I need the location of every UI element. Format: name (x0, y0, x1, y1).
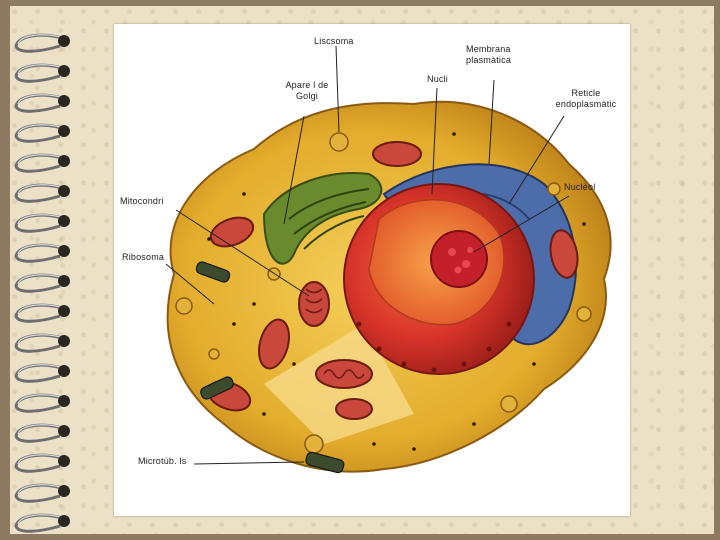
binding-ring (16, 65, 62, 81)
label-aparell-line1: Apare l de (272, 80, 342, 91)
binding-ring (16, 485, 62, 501)
binding-ring (16, 275, 62, 291)
binding-hole (58, 215, 70, 227)
label-mitocondri: Mitocondri (120, 196, 164, 207)
binding-ring (16, 305, 62, 321)
binding-hole (58, 125, 70, 137)
spiral-binding (0, 0, 80, 540)
binding-ring (16, 365, 62, 381)
binding-ring (16, 35, 62, 51)
binding-ring (16, 125, 62, 141)
binding-hole (58, 365, 70, 377)
binding-hole (58, 275, 70, 287)
label-ribosoma: Ribosoma (122, 252, 164, 263)
binding-ring (16, 185, 62, 201)
label-reticle-endoplasmatic: Reticle endoplasmàtic (544, 88, 628, 110)
binding-ring (16, 515, 62, 531)
label-nucli: Nucli (427, 74, 448, 85)
label-microtubuls: Microtúb. ls (138, 456, 186, 467)
binding-ring (16, 425, 62, 441)
label-aparell-line2: Golgi (272, 91, 342, 102)
binding-hole (58, 335, 70, 347)
label-reticle-line1: Reticle (544, 88, 628, 99)
binding-ring (16, 245, 62, 261)
binding-hole (58, 35, 70, 47)
binding-ring (16, 335, 62, 351)
label-lisosoma: Liscsoma (314, 36, 354, 47)
label-aparell-golgi: Apare l de Golgi (272, 80, 342, 102)
binding-ring (16, 455, 62, 471)
label-membrana-line1: Membrana (466, 44, 511, 55)
label-nucleol: Nuclèol (564, 182, 595, 193)
label-reticle-line2: endoplasmàtic (544, 99, 628, 110)
binding-hole (58, 305, 70, 317)
binding-hole (58, 455, 70, 467)
binding-ring (16, 155, 62, 171)
binding-hole (58, 245, 70, 257)
binding-hole (58, 485, 70, 497)
binding-hole (58, 425, 70, 437)
binding-hole (58, 95, 70, 107)
binding-hole (58, 395, 70, 407)
cell-diagram-slide: Liscsoma Apare l de Golgi Nucli Membrana… (114, 24, 630, 516)
binding-hole (58, 185, 70, 197)
binding-ring (16, 95, 62, 111)
binding-hole (58, 515, 70, 527)
binding-hole (58, 155, 70, 167)
binding-ring (16, 395, 62, 411)
label-membrana-line2: plasmàtica (466, 55, 511, 66)
label-membrana-plasmatica: Membrana plasmàtica (466, 44, 511, 66)
binding-hole (58, 65, 70, 77)
binding-ring (16, 215, 62, 231)
nucleolus (431, 231, 487, 287)
